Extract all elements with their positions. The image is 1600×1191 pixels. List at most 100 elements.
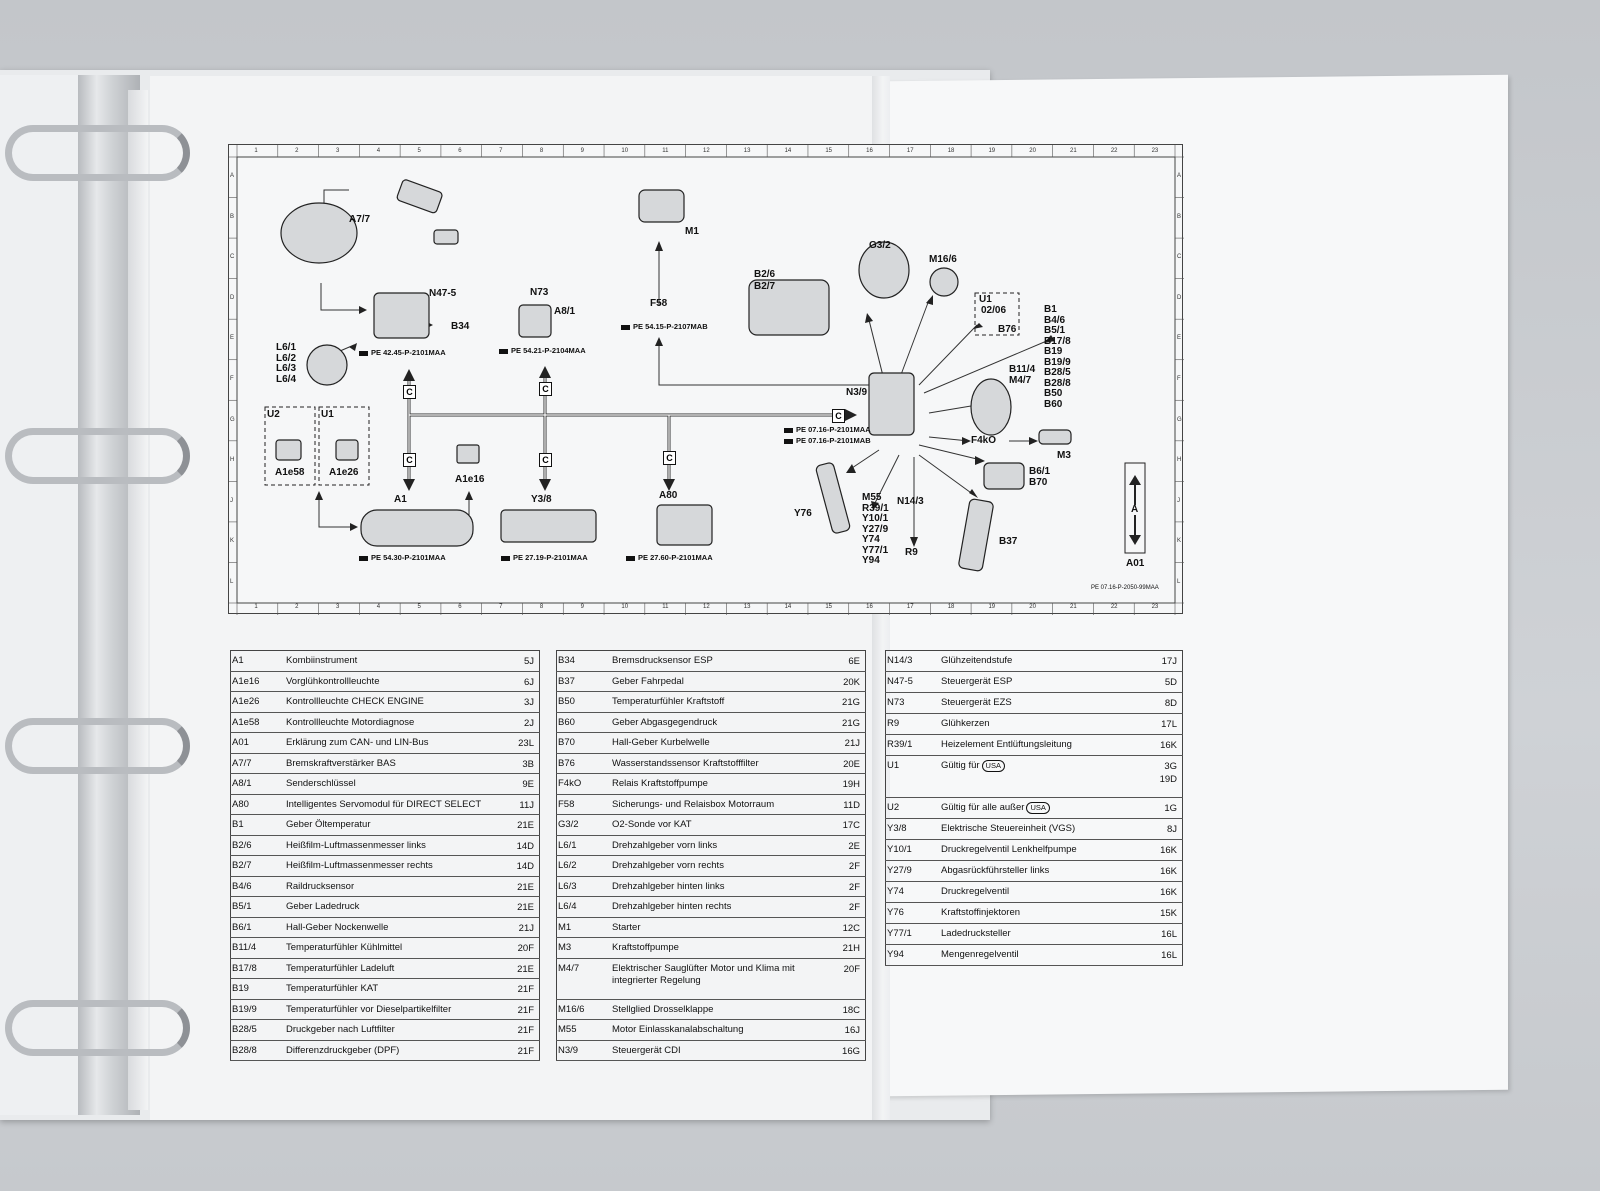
- legend-grid-ref: 21J: [845, 737, 860, 750]
- legend-description-text: Geber Öltemperatur: [286, 819, 371, 830]
- legend-description: Sicherungs- und Relaisbox Motorraum: [612, 799, 812, 811]
- legend-description: Wasserstandssensor Kraftstofffilter: [612, 758, 812, 770]
- legend-description: Drehzahlgeber vorn rechts: [612, 860, 812, 872]
- legend-code: B28/5: [232, 1024, 257, 1035]
- legend-code: B50: [558, 696, 575, 707]
- ruler-letter: L: [1177, 578, 1181, 585]
- bus-marker-c: C: [663, 451, 676, 465]
- legend-description-text: Temperaturfühler Ladeluft: [286, 962, 395, 974]
- ruler-number: 1: [254, 148, 258, 154]
- ref-text: PE 27.19-P-2101MAA: [513, 553, 588, 562]
- label-m1: M1: [685, 226, 699, 237]
- ruler-number: 6: [458, 604, 462, 610]
- stack-item: B11/4: [1009, 364, 1036, 375]
- grid-ref-text: 20E: [843, 758, 860, 770]
- legend-code: A1e26: [232, 696, 260, 707]
- stack-item: L6/1: [276, 342, 297, 353]
- ruler-number: 11: [662, 148, 669, 154]
- legend-code: B60: [558, 716, 575, 728]
- binder-ring-icon: [5, 718, 190, 774]
- legend-description-text: Steuergerät ESP: [941, 676, 1013, 687]
- stack-item: B17/8: [1044, 335, 1071, 347]
- legend-grid-ref: 16K: [1160, 865, 1177, 878]
- legend-grid-ref: 21E: [517, 963, 534, 976]
- legend-description-text: Druckregelventil: [941, 886, 1010, 897]
- grid-ref-text: 21E: [517, 820, 534, 831]
- legend-description-text: Steuergerät EZS: [941, 697, 1012, 708]
- label-b34: B34: [451, 321, 470, 332]
- legend-code: B2/7: [232, 860, 252, 871]
- ruler-letter: L: [230, 578, 234, 585]
- legend-code: B19/9: [232, 1003, 257, 1015]
- legend-description-text: Kombiinstrument: [286, 655, 358, 666]
- legend-description-text: Drehzahlgeber hinten rechts: [612, 901, 732, 912]
- legend-code: B34: [558, 655, 575, 666]
- legend-description: Temperaturfühler Ladeluft: [286, 963, 486, 975]
- legend-description-text: Gültig für alle außer: [941, 802, 1025, 813]
- ref-n3-a: PE 07.16-P-2101MAA: [784, 425, 871, 434]
- legend-description-text: O2-Sonde vor KAT: [612, 819, 692, 830]
- legend-description-text: Relais Kraftstoffpumpe: [612, 778, 708, 789]
- legend-description: Starter: [612, 922, 812, 934]
- grid-ref-text: 21G: [842, 697, 860, 708]
- legend-code: B76: [558, 757, 575, 769]
- grid-ref-text: 2F: [848, 861, 860, 872]
- stack-item: Y94: [862, 555, 880, 566]
- legend-description-text: Kraftstoffinjektoren: [941, 907, 1021, 918]
- grid-ref-text: 2E: [848, 840, 860, 852]
- legend-grid-ref: 17C: [843, 819, 860, 832]
- ref-text: PE 54.15-P-2107MAB: [633, 322, 708, 331]
- legend-code: M55: [558, 1024, 577, 1035]
- legend-frame: [556, 650, 866, 1060]
- legend-description-text: Gültig für: [941, 760, 980, 771]
- legend-code: A1: [232, 655, 244, 666]
- legend-code: M1: [558, 921, 572, 933]
- legend-code: B6/1: [232, 921, 252, 933]
- legend-grid-ref: 16L: [1161, 928, 1177, 941]
- ruler-number: 8: [539, 148, 544, 154]
- legend-row: B17/8 Temperaturfühler Ladeluft 21E: [230, 958, 540, 979]
- grid-ref-text: 3B: [522, 758, 534, 770]
- ruler-number: 6: [458, 148, 462, 154]
- legend-code: B2/6: [232, 839, 252, 851]
- ruler-number: 9: [580, 604, 584, 610]
- stack-item: B1: [1044, 304, 1057, 315]
- ruler-number: 2: [295, 148, 299, 154]
- label-r9: R9: [905, 547, 918, 558]
- ruler-number: 23: [1151, 604, 1159, 610]
- ruler-number: 18: [947, 604, 955, 610]
- ruler-number: 16: [866, 604, 873, 610]
- grid-ref-text: 17J: [1161, 656, 1177, 667]
- grid-ref-text: 16K: [1160, 740, 1177, 751]
- grid-ref-text: 2F: [848, 902, 860, 913]
- stack-item: B60: [1044, 398, 1063, 410]
- legend-description-text: Kraftstoffpumpe: [612, 942, 679, 953]
- label-b2-7: B2/7: [754, 281, 776, 292]
- legend-description: Steuergerät CDI: [612, 1045, 812, 1057]
- legend-code: Y74: [887, 886, 904, 897]
- document-ref-icon: [501, 555, 510, 561]
- legend-code: B17/8: [232, 962, 257, 974]
- legend-description: Mengenregelventil: [941, 949, 1141, 961]
- label-m16-6: M16/6: [929, 254, 957, 265]
- ruler-number: 23: [1151, 148, 1159, 154]
- legend-grid-ref: 21E: [517, 819, 534, 832]
- legend-description-text: Sicherungs- und Relaisbox Motorraum: [612, 798, 775, 810]
- ruler-letter: K: [1177, 538, 1182, 545]
- legend-description: Bremskraftverstärker BAS: [286, 758, 486, 770]
- label-g3-2: G3/2: [869, 240, 891, 251]
- legend-description: Steuergerät EZS: [941, 697, 1141, 709]
- grid-ref-text: 21F: [517, 1045, 534, 1057]
- ruler-letter: E: [1177, 335, 1182, 342]
